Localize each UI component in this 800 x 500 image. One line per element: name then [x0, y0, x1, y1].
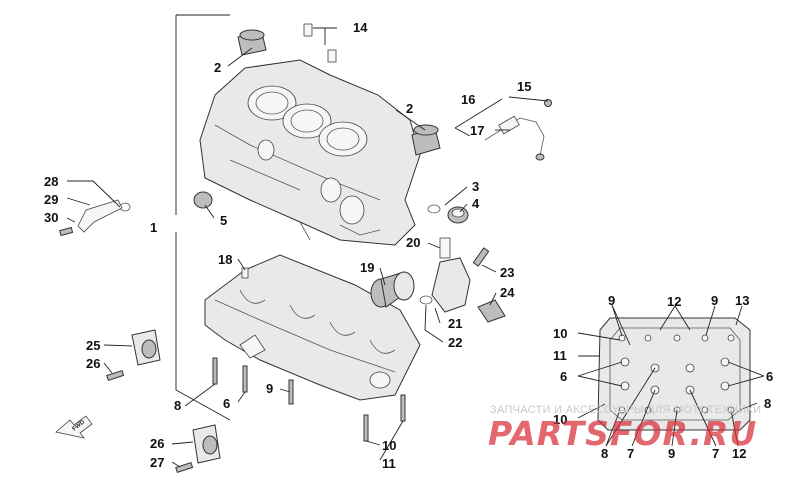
callout-4: 4	[472, 196, 480, 211]
callout-1: 1	[150, 220, 157, 235]
callout-9b: 9	[608, 293, 615, 308]
callout-9d: 9	[668, 446, 675, 461]
callout-28: 28	[44, 174, 58, 189]
callout-11b: 11	[553, 348, 567, 363]
oil-pipe-assembly	[59, 199, 131, 237]
callout-27: 27	[150, 455, 164, 470]
cap-plug	[447, 206, 469, 224]
oil-housing	[419, 237, 506, 323]
callout-6c: 6	[766, 369, 773, 384]
callout-6b: 6	[560, 369, 567, 384]
callout-8a: 8	[174, 398, 181, 413]
engine-mount-right	[411, 124, 441, 156]
callout-14: 14	[353, 20, 368, 35]
callout-19: 19	[360, 260, 374, 275]
callout-labels: 1 2 2 3 4 5 6 6 6 7 7 8 8 8 9 9 9 9 10 1…	[44, 20, 773, 471]
callout-10b: 10	[553, 326, 567, 341]
callout-29: 29	[44, 192, 58, 207]
leader-lines	[66, 14, 765, 468]
callout-2a: 2	[214, 60, 221, 75]
bolts	[106, 267, 406, 473]
callout-17: 17	[470, 123, 484, 138]
engine-mount-upper	[237, 29, 267, 56]
callout-8c: 8	[764, 396, 771, 411]
callout-26b: 26	[150, 436, 164, 451]
callout-3: 3	[472, 179, 479, 194]
callout-25: 25	[86, 338, 100, 353]
callout-10c: 10	[553, 412, 567, 427]
mount-bracket-lower	[192, 424, 221, 464]
callout-15: 15	[517, 79, 531, 94]
dowel-pins	[303, 23, 337, 63]
callout-2b: 2	[406, 101, 413, 116]
watermark-logo: PARTSFOR.RU	[488, 414, 758, 453]
callout-26a: 26	[86, 356, 100, 371]
sensor-harness	[484, 99, 552, 161]
callout-9a: 9	[266, 381, 273, 396]
upper-crankcase	[199, 59, 421, 246]
callout-23: 23	[500, 265, 514, 280]
oil-filter	[370, 271, 415, 308]
callout-10a: 10	[382, 438, 396, 453]
callout-7a: 7	[627, 446, 634, 461]
callout-18: 18	[218, 252, 232, 267]
o-ring	[427, 204, 441, 214]
callout-8b: 8	[601, 446, 608, 461]
callout-30: 30	[44, 210, 58, 225]
callout-12a: 12	[667, 294, 681, 309]
callout-11a: 11	[382, 456, 396, 471]
callout-6a: 6	[223, 396, 230, 411]
callout-12b: 12	[732, 446, 746, 461]
callout-24: 24	[500, 285, 515, 300]
callout-13: 13	[735, 293, 749, 308]
callout-5: 5	[220, 213, 227, 228]
mount-bracket-upper	[131, 329, 161, 366]
plug	[193, 191, 213, 209]
lower-crankcase	[204, 254, 421, 401]
callout-22: 22	[448, 335, 462, 350]
callout-21: 21	[448, 316, 462, 331]
callout-7b: 7	[712, 446, 719, 461]
callout-20: 20	[406, 235, 420, 250]
callout-16: 16	[461, 92, 475, 107]
forward-arrow-icon: FWD	[55, 415, 93, 439]
watermark-tagline: ЗАПЧАСТИ И АКСЕССУАРЫ ДЛЯ МОТОТЕХНИКИ	[490, 404, 762, 416]
callout-9c: 9	[711, 293, 718, 308]
